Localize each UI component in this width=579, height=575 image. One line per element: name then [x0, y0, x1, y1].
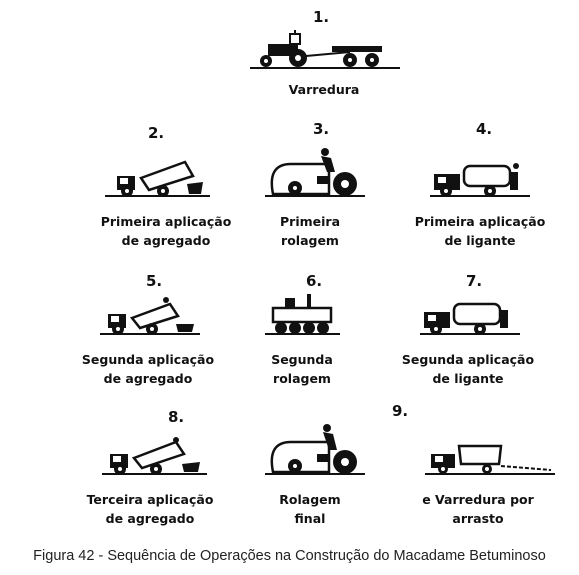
tandem-roller-icon	[265, 148, 365, 197]
step-3-number: 3.	[313, 120, 330, 138]
pneumatic-roller-icon	[265, 294, 340, 335]
distributor-truck-icon	[420, 302, 520, 335]
dump-truck-spreading-icon	[100, 297, 200, 335]
dump-truck-spreading-icon	[102, 437, 207, 475]
step-8-number: 8.	[168, 408, 185, 426]
step-6-number: 6.	[306, 272, 323, 290]
step-1-number: 1.	[313, 8, 330, 26]
tractor-with-broom-icon	[250, 30, 400, 69]
dump-truck-spreading-icon	[105, 160, 210, 197]
distributor-truck-icon	[430, 163, 530, 197]
step-5-number: 5.	[146, 272, 163, 290]
step-4-number: 4.	[476, 120, 493, 138]
tandem-roller-icon	[265, 424, 365, 475]
step-9-number: 9.	[392, 402, 409, 420]
step-1-label: Varredura	[288, 82, 360, 97]
step-7-number: 7.	[466, 272, 483, 290]
figure-caption: Figura 42 - Sequência de Operações na Co…	[33, 548, 546, 564]
truck-drag-broom-icon	[425, 444, 555, 475]
step-2-number: 2.	[148, 124, 165, 142]
